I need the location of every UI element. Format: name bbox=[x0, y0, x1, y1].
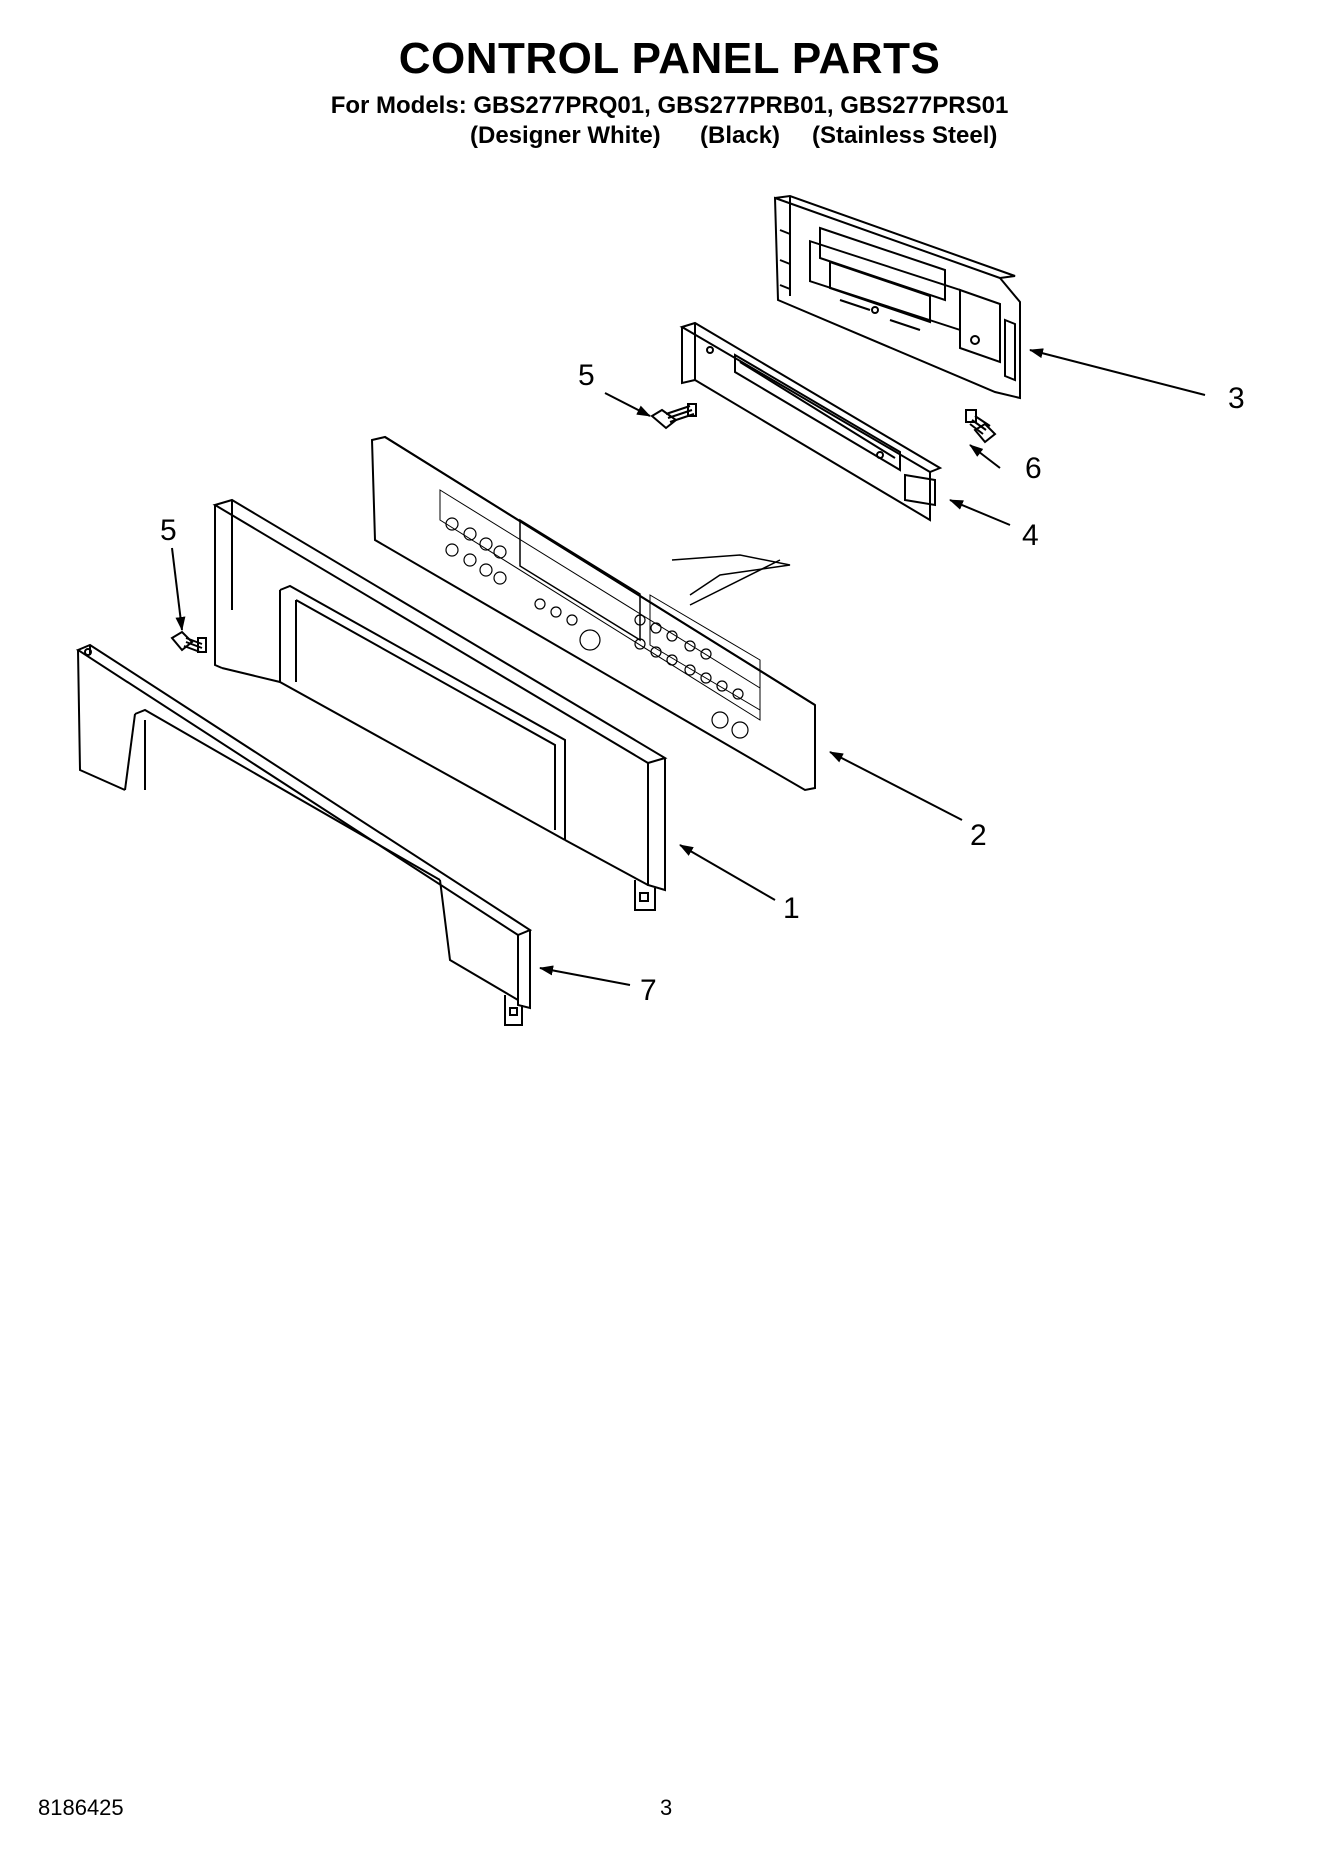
callout-6: 6 bbox=[1025, 452, 1042, 485]
page-title: CONTROL PANEL PARTS bbox=[398, 34, 941, 83]
callout-4: 4 bbox=[1022, 519, 1039, 552]
callout-1: 1 bbox=[783, 892, 800, 925]
screw-5-lower bbox=[170, 630, 207, 653]
leader-lines bbox=[171, 348, 1206, 986]
page-number: 3 bbox=[660, 1795, 673, 1820]
part-3-control-board bbox=[773, 194, 1021, 400]
part-4-bracket bbox=[679, 321, 943, 522]
callout-5-lower: 5 bbox=[160, 514, 177, 547]
callout-3: 3 bbox=[1228, 382, 1245, 415]
callout-7: 7 bbox=[640, 974, 657, 1007]
part-1-console-trim bbox=[212, 498, 668, 911]
screw-6 bbox=[965, 409, 997, 444]
finish-black: (Black) bbox=[700, 122, 781, 149]
document-number: 8186425 bbox=[38, 1795, 124, 1820]
callout-5-upper: 5 bbox=[578, 359, 595, 392]
finish-stainless-steel: (Stainless Steel) bbox=[812, 122, 998, 149]
part-7-lower-trim bbox=[75, 643, 533, 1026]
callout-2: 2 bbox=[970, 819, 987, 852]
screw-5-upper bbox=[650, 403, 697, 430]
models-line: For Models: GBS277PRQ01, GBS277PRB01, GB… bbox=[330, 92, 1009, 119]
part-2-control-panel bbox=[370, 435, 816, 792]
finish-designer-white: (Designer White) bbox=[470, 122, 661, 149]
